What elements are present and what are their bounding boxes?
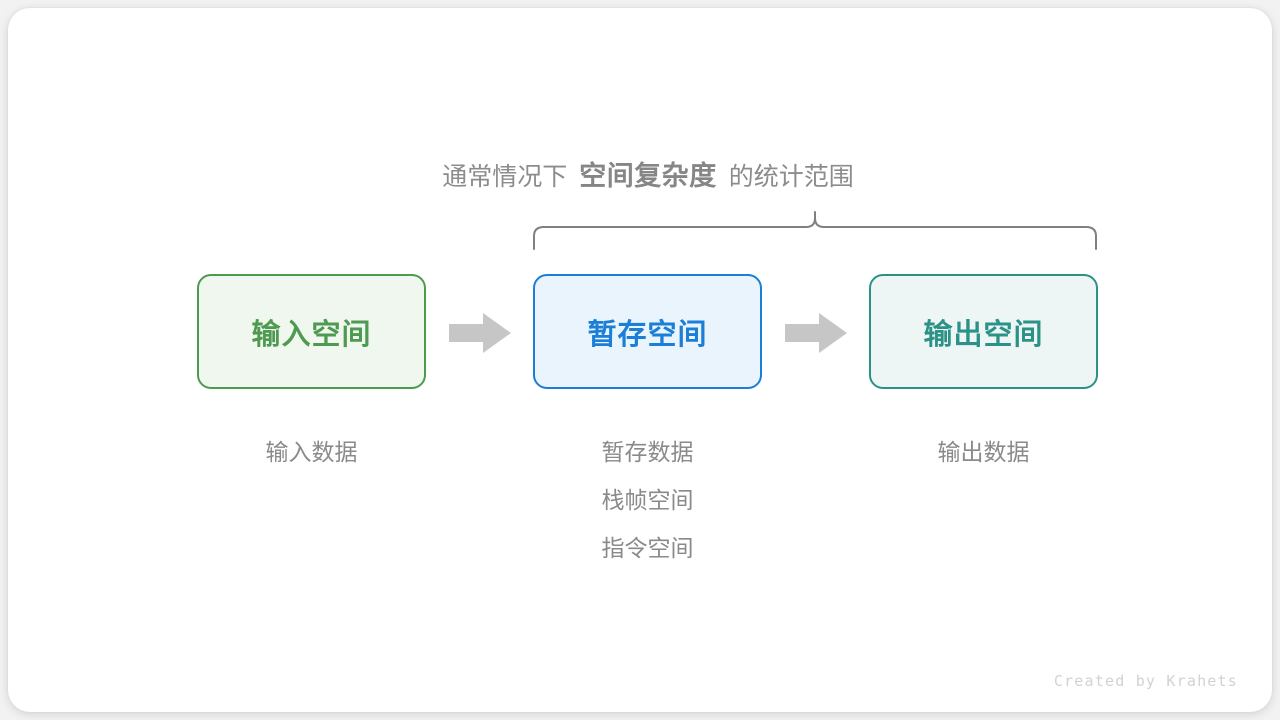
column-labels-input: 输入数据 (197, 428, 426, 476)
diagram-card: 通常情况下空间复杂度的统计范围 输入空间 暂存空间 输出空间 (8, 8, 1272, 712)
label-instruction-space: 指令空间 (601, 535, 694, 561)
watermark-credit: Created by Krahets (1053, 672, 1238, 690)
scope-brace (523, 204, 1108, 260)
box-temp-space[interactable]: 暂存空间 (533, 274, 762, 389)
label-temp-data: 暂存数据 (601, 439, 694, 465)
box-input-space-label: 输入空间 (251, 318, 372, 351)
caption-emphasis: 空间复杂度 (579, 161, 717, 191)
box-temp-space-label: 暂存空间 (587, 318, 708, 351)
label-input-data: 输入数据 (265, 439, 358, 465)
box-input-space[interactable]: 输入空间 (197, 274, 426, 389)
arrow-input-to-temp-icon (449, 311, 511, 355)
box-output-space-label: 输出空间 (923, 318, 1044, 351)
caption-prefix: 通常情况下 (442, 163, 568, 191)
label-output-data: 输出数据 (937, 439, 1030, 465)
label-stack-frame-space: 栈帧空间 (601, 487, 694, 513)
diagram-caption: 通常情况下空间复杂度的统计范围 (8, 156, 1272, 197)
box-output-space[interactable]: 输出空间 (869, 274, 1098, 389)
arrow-temp-to-output-icon (785, 311, 847, 355)
column-labels-temp: 暂存数据 栈帧空间 指令空间 (533, 428, 762, 572)
caption-suffix: 的统计范围 (728, 163, 854, 191)
column-labels-output: 输出数据 (869, 428, 1098, 476)
